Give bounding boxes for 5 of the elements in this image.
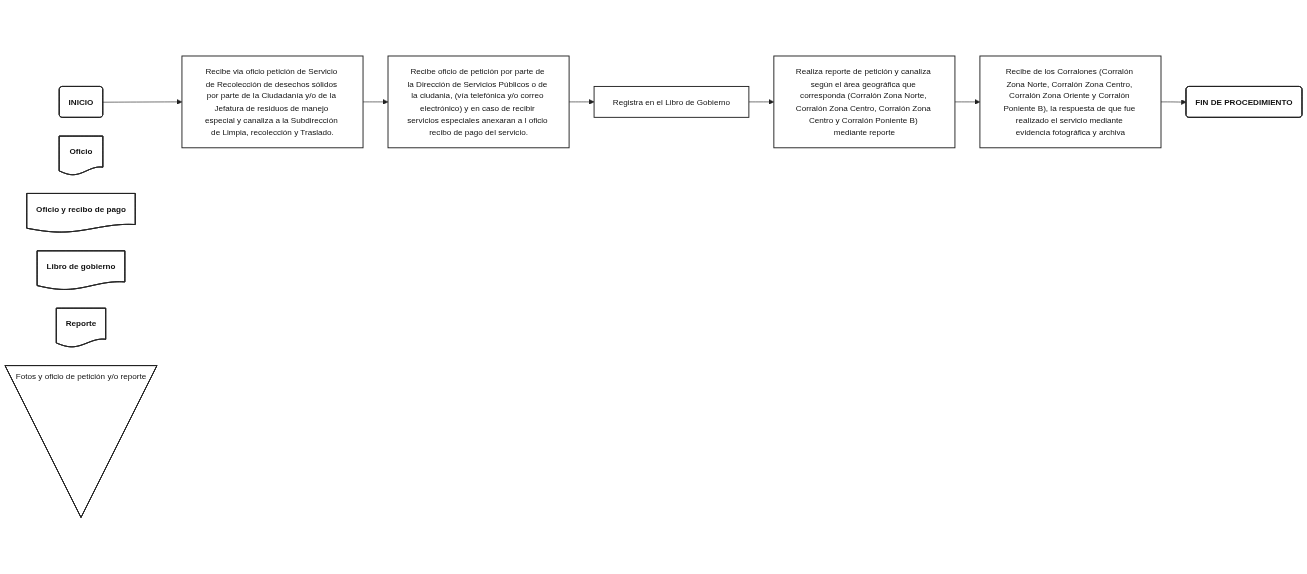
node-box: Recibe via oficio petición de Servicio de Recolección de desechos sólidos por parte de la Ciudadanía y/o de la Jefatura de residuos de manejo especial y canaliza a la Subdirección de Limpia, recolección y Traslado.	[181, 55, 364, 149]
node-box: Recibe oficio de petición por parte de la Dirección de Servicios Públicos o de la ciudania, (vía telefónica y/o correo electrónico) y en caso de recibir servicios especiales anexaran a l oficio recibo de pago del servicio.	[387, 55, 570, 149]
node-box: Registra en el Libro de Gobierno	[593, 86, 750, 119]
node-box: Recibe de los Corralones (Corralón Zona Norte, Corralón Zona Centro, Corralón Zona Oriente y Corralón Poniente B), la respuesta de que fue realizado el servicio mediante evidencia fotográfica y archiva	[979, 55, 1162, 149]
node-box: Realiza reporte de petición y canaliza según el área geográfica que corresponda (Corralón Zona Norte, Corralón Zona Centro, Corralón Zona Centro y Corralón Poniente B) mediante reporte	[773, 55, 956, 149]
